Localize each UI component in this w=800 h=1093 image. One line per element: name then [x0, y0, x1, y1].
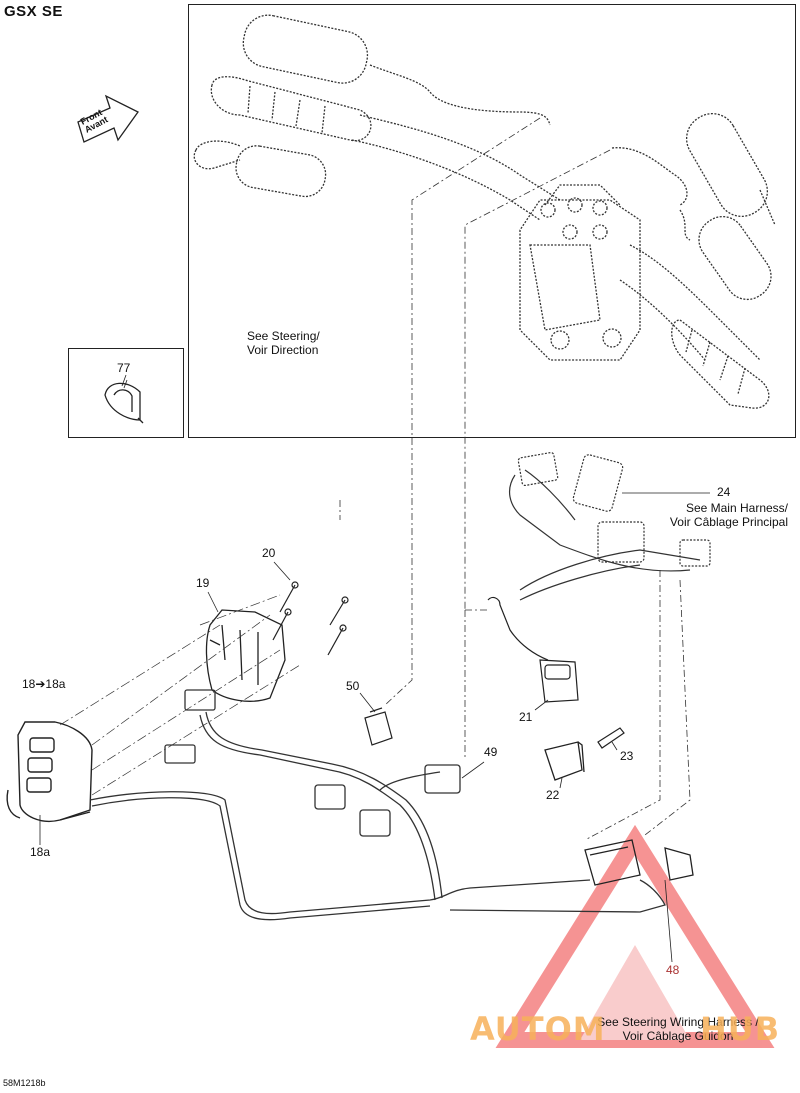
screws-20: [272, 581, 349, 656]
module-48: [584, 839, 694, 886]
leader-lines: [339, 117, 691, 841]
part-22: [544, 741, 585, 781]
callout-48: 48: [666, 963, 680, 977]
watermark-logo: [495, 824, 775, 1048]
callout-24: 24: [717, 485, 731, 499]
callout-49: 49: [484, 745, 498, 759]
switch-21: [487, 596, 579, 703]
model-title: GSX SE: [4, 3, 63, 20]
drawing-code: 58M1218b: [3, 1078, 46, 1088]
housing-19: [205, 609, 286, 702]
callout-20: 20: [262, 546, 276, 560]
handlebar-assembly: [193, 14, 776, 409]
steering-inset-frame: [188, 4, 796, 438]
watermark-text-right: HUB: [700, 1010, 781, 1048]
steering-reference-note: See Steering/ Voir Direction: [247, 329, 320, 357]
steering-wiring-harness: [89, 689, 666, 921]
callout-50: 50: [346, 679, 360, 693]
callout-18-18a: 18➔18a: [22, 677, 66, 691]
watermark-text-left: AUTOM: [470, 1010, 606, 1048]
steering-harness-reference: See Steering Wiring Harness / Voir Câbla…: [578, 1015, 778, 1043]
callout-77: 77: [117, 361, 131, 375]
callout-leaders: [39, 379, 710, 963]
callout-22: 22: [546, 788, 560, 802]
callout-19: 19: [196, 576, 210, 590]
part-23: [597, 727, 625, 749]
part-77-inset-frame: [68, 348, 184, 438]
main-harness-ref-line1: See Main Harness/: [685, 501, 788, 515]
callout-18a: 18a: [30, 845, 51, 859]
main-harness-reference: See Main Harness/ Voir Câblage Principal: [620, 501, 788, 529]
callout-21: 21: [519, 710, 533, 724]
steering-harness-ref-line2: Voir Câblage Guidon: [622, 1029, 734, 1043]
part-77-clip: [104, 374, 144, 424]
front-arrow-icon: [77, 94, 139, 143]
connector-50: [364, 707, 393, 746]
steering-ref-line2: Voir Direction: [247, 343, 319, 357]
steering-ref-line1: See Steering/: [247, 329, 320, 343]
switch-housing: [6, 721, 93, 822]
main-harness: [508, 451, 711, 601]
alignment-lines: [59, 594, 301, 796]
callout-23: 23: [620, 749, 634, 763]
steering-harness-ref-line1: See Steering Wiring Harness /: [597, 1015, 759, 1029]
main-harness-ref-line2: Voir Câblage Principal: [669, 515, 788, 529]
